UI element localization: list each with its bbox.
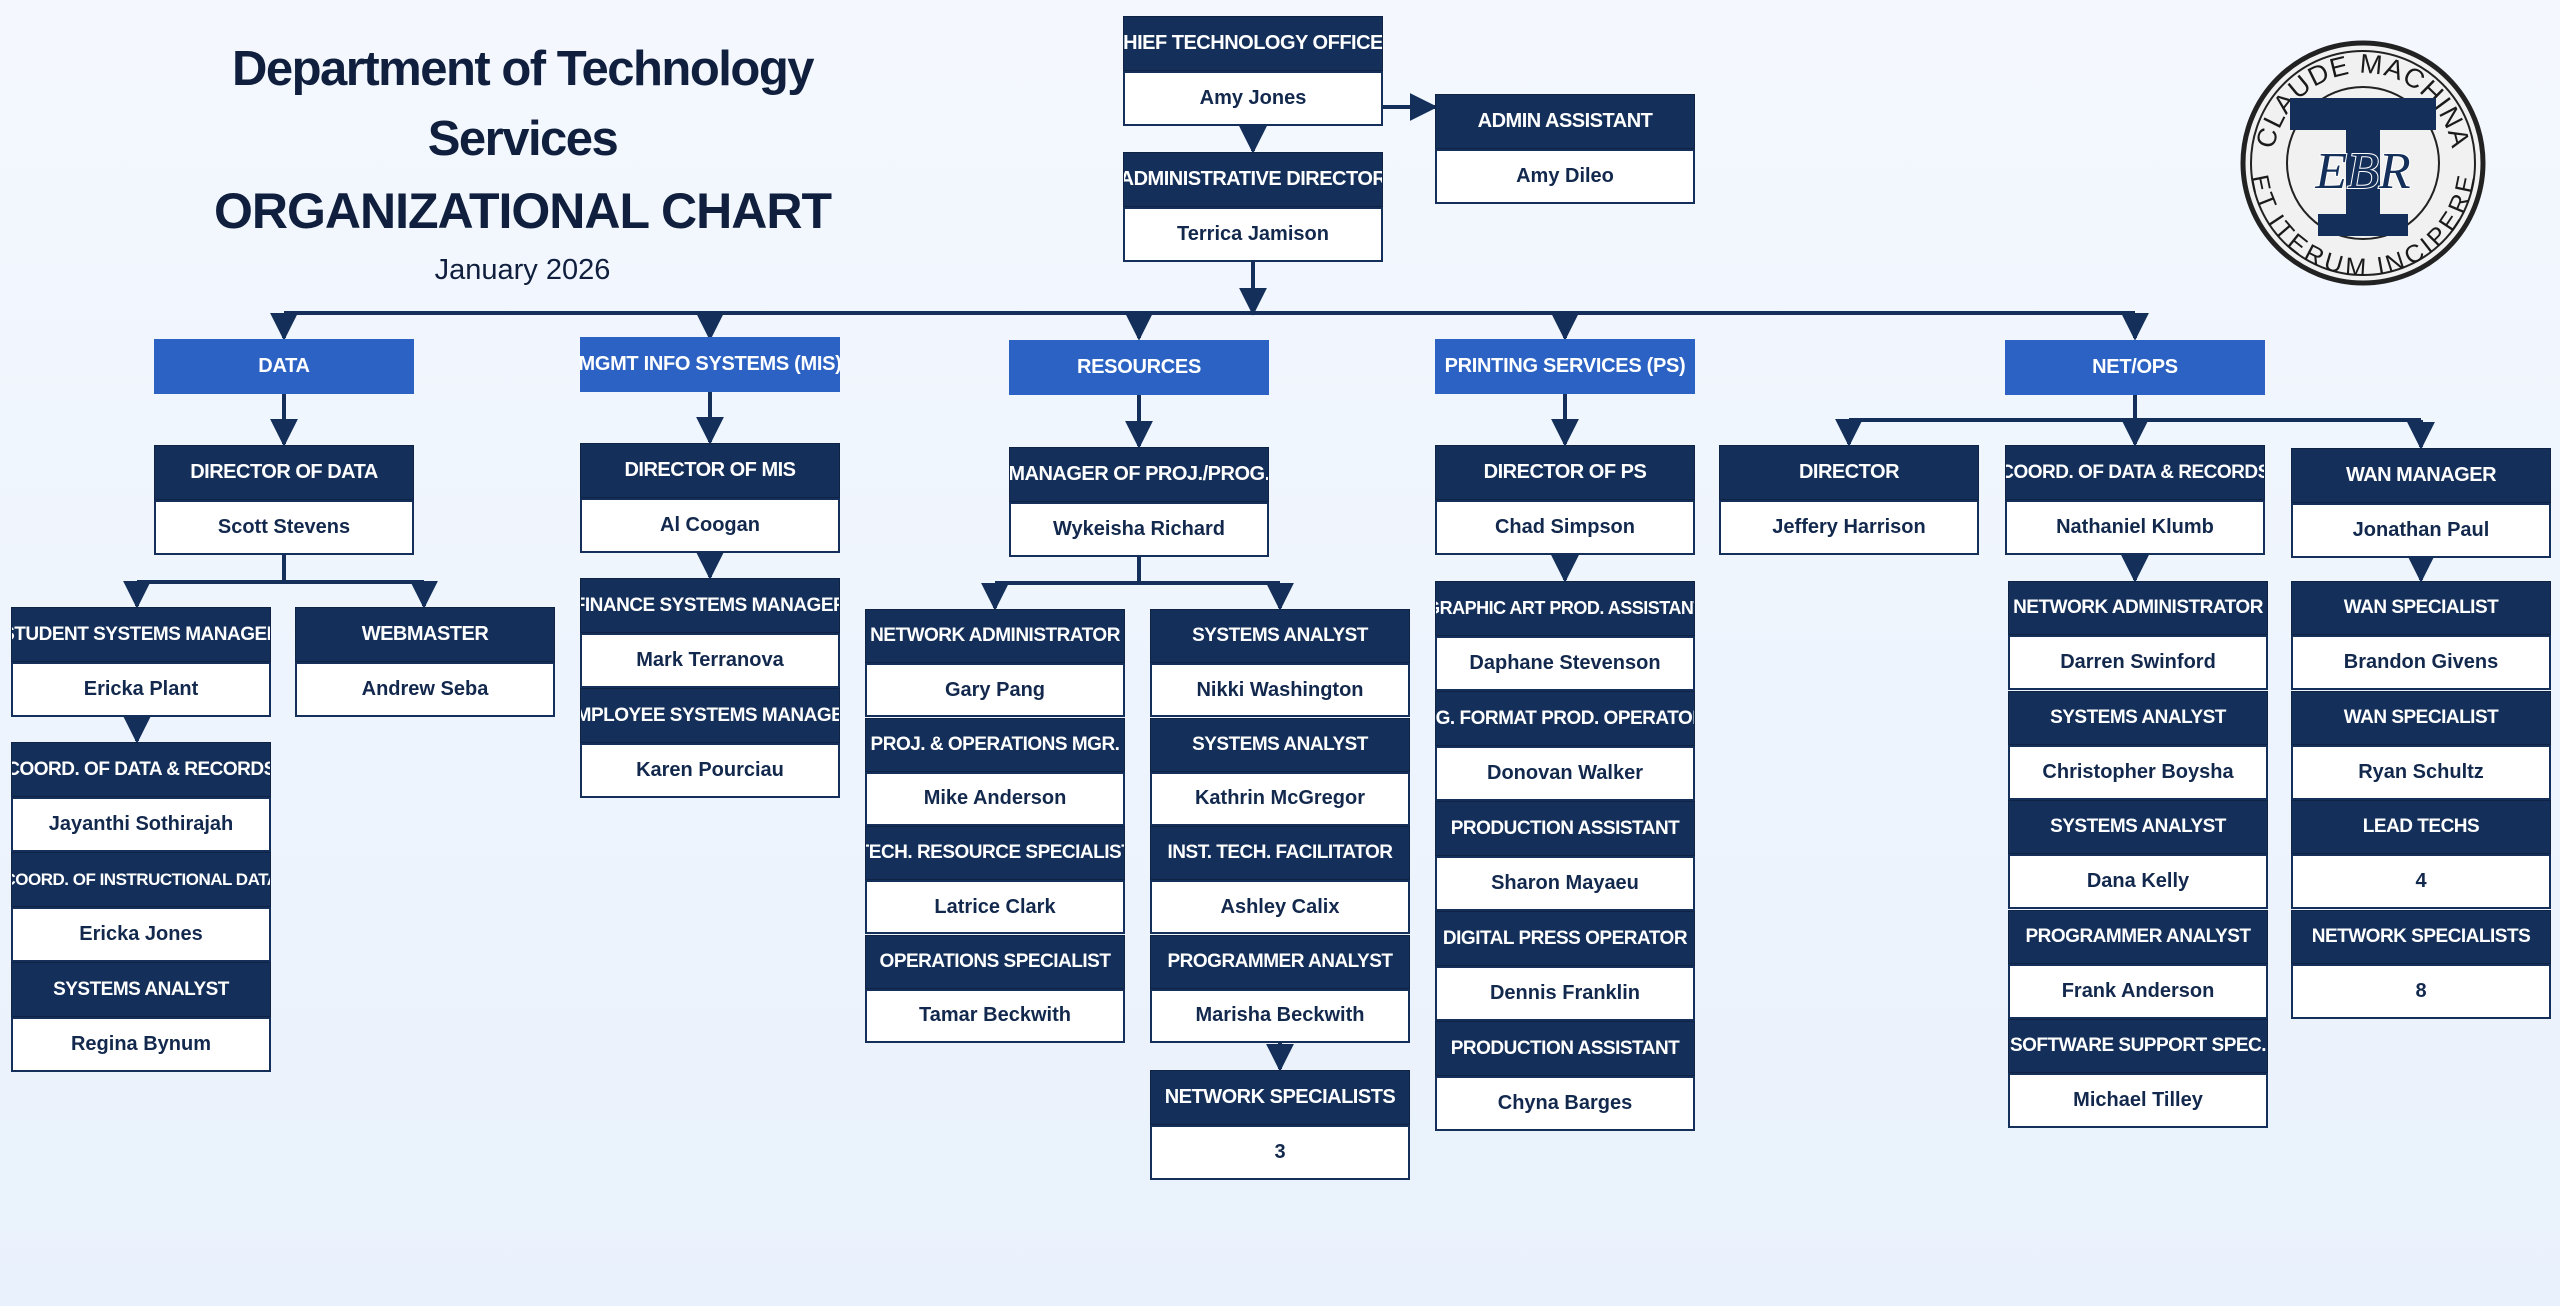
- resources-right-position-title: SYSTEMS ANALYST: [1150, 609, 1410, 663]
- wan-staff-position-name: Brandon Givens: [2291, 635, 2551, 690]
- wan-staff-position-title: WAN SPECIALIST: [2291, 690, 2551, 745]
- resources-right-position-title: PROGRAMMER ANALYST: [1150, 934, 1410, 989]
- netops-coord-staff-position-name: Dana Kelly: [2008, 854, 2268, 909]
- wan-staff-position-name: 4: [2291, 854, 2551, 909]
- netops-coord-position-name: Nathaniel Klumb: [2005, 500, 2265, 555]
- data-staff-position-name: Regina Bynum: [11, 1017, 271, 1072]
- wan-manager-position-name: Jonathan Paul: [2291, 503, 2551, 558]
- wan-staff-position-title: LEAD TECHS: [2291, 800, 2551, 854]
- netops-director-position-title: DIRECTOR: [1719, 445, 1979, 500]
- wan-staff-position-title: WAN SPECIALIST: [2291, 581, 2551, 635]
- mis-staff-position-name: Karen Pourciau: [580, 743, 840, 798]
- resources-left-position-title: PROJ. & OPERATIONS MGR.: [865, 717, 1125, 772]
- ps-staff-position-title: GRAPHIC ART PROD. ASSISTANT: [1435, 581, 1695, 636]
- chart-date: January 2026: [434, 254, 611, 286]
- resources-left-position-title: TECH. RESOURCE SPECIALIST: [865, 826, 1125, 880]
- resources-right-position-name: Marisha Beckwith: [1150, 988, 1410, 1043]
- admin-director-position-title: ADMINISTRATIVE DIRECTOR: [1123, 152, 1383, 207]
- netops-coord-staff-position-name: Frank Anderson: [2008, 963, 2268, 1019]
- district-seal-logo: CLAUDE MACHINA ET ITERUM INCIPERE EBR: [2240, 40, 2486, 286]
- data-staff-position-title: COORD. OF INSTRUCTIONAL DATA: [11, 852, 271, 907]
- webmaster-position-name: Andrew Seba: [295, 662, 555, 717]
- netops-coord-staff-position-title: PROGRAMMER ANALYST: [2008, 909, 2268, 964]
- director-of-mis-position-title: DIRECTOR OF MIS: [580, 443, 840, 498]
- wan-staff-position-name: 8: [2291, 963, 2551, 1019]
- netops-coord-staff-position-name: Darren Swinford: [2008, 635, 2268, 690]
- chart-title-block: Department of Technology Services ORGANI…: [150, 34, 895, 292]
- admin-director-position-name: Terrica Jamison: [1123, 207, 1383, 262]
- resources-left-position-name: Gary Pang: [865, 663, 1125, 717]
- dept-netops: NET/OPS: [2005, 340, 2265, 395]
- student-systems-manager-position-name: Ericka Plant: [11, 662, 271, 717]
- wan-staff-position-name: Ryan Schultz: [2291, 744, 2551, 800]
- resources-right-position-name: Ashley Calix: [1150, 880, 1410, 934]
- network-specialists-resources-position-title: NETWORK SPECIALISTS: [1150, 1070, 1410, 1125]
- data-staff-position-name: Ericka Jones: [11, 907, 271, 962]
- netops-coord-staff-position-title: SOFTWARE SUPPORT SPEC.: [2008, 1019, 2268, 1073]
- netops-coord-staff-position-title: SYSTEMS ANALYST: [2008, 690, 2268, 745]
- wan-staff-position-title: NETWORK SPECIALISTS: [2291, 909, 2551, 964]
- netops-coord-staff-position-name: Michael Tilley: [2008, 1073, 2268, 1128]
- director-of-ps-position-title: DIRECTOR OF PS: [1435, 445, 1695, 500]
- resources-right-position-name: Nikki Washington: [1150, 663, 1410, 717]
- data-staff-position-title: COORD. OF DATA & RECORDS: [11, 742, 271, 797]
- resources-left-position-title: NETWORK ADMINISTRATOR: [865, 609, 1125, 663]
- department-title: Department of Technology Services: [231, 42, 815, 166]
- network-specialists-resources-position-name: 3: [1150, 1125, 1410, 1180]
- svg-text:EBR: EBR: [2314, 143, 2410, 200]
- wan-manager-position-title: WAN MANAGER: [2291, 448, 2551, 503]
- mis-staff-position-name: Mark Terranova: [580, 633, 840, 688]
- director-of-mis-position-name: Al Coogan: [580, 498, 840, 553]
- mis-staff-position-title: FINANCE SYSTEMS MANAGER: [580, 578, 840, 633]
- netops-coord-staff-position-name: Christopher Boysha: [2008, 744, 2268, 800]
- cto-position-name: Amy Jones: [1123, 71, 1383, 126]
- ps-staff-position-title: PRODUCTION ASSISTANT: [1435, 1021, 1695, 1076]
- director-of-data-position-name: Scott Stevens: [154, 500, 414, 555]
- manager-proj-prog-position-name: Wykeisha Richard: [1009, 502, 1269, 557]
- admin-assistant-position-title: ADMIN ASSISTANT: [1435, 94, 1695, 149]
- admin-assistant-position-name: Amy Dileo: [1435, 149, 1695, 204]
- ps-staff-position-name: Donovan Walker: [1435, 746, 1695, 801]
- netops-coord-staff-position-title: SYSTEMS ANALYST: [2008, 800, 2268, 854]
- ps-staff-position-title: LG. FORMAT PROD. OPERATOR: [1435, 691, 1695, 746]
- ps-staff-position-name: Chyna Barges: [1435, 1076, 1695, 1131]
- netops-coord-position-title: COORD. OF DATA & RECORDS: [2005, 445, 2265, 500]
- cto-position-title: CHIEF TECHNOLOGY OFFICER: [1123, 16, 1383, 71]
- resources-right-position-title: SYSTEMS ANALYST: [1150, 717, 1410, 772]
- director-of-ps-position-name: Chad Simpson: [1435, 500, 1695, 555]
- ps-staff-position-title: PRODUCTION ASSISTANT: [1435, 801, 1695, 856]
- dept-resources: RESOURCES: [1009, 340, 1269, 395]
- student-systems-manager-position-title: STUDENT SYSTEMS MANAGER: [11, 607, 271, 662]
- dept-data: DATA: [154, 339, 414, 394]
- manager-proj-prog-position-title: MANAGER OF PROJ./PROG.: [1009, 447, 1269, 502]
- data-staff-position-title: SYSTEMS ANALYST: [11, 962, 271, 1017]
- ps-staff-position-name: Dennis Franklin: [1435, 966, 1695, 1021]
- netops-director-position-name: Jeffery Harrison: [1719, 500, 1979, 555]
- webmaster-position-title: WEBMASTER: [295, 607, 555, 662]
- director-of-data-position-title: DIRECTOR OF DATA: [154, 445, 414, 500]
- resources-left-position-name: Latrice Clark: [865, 880, 1125, 934]
- ps-staff-position-title: DIGITAL PRESS OPERATOR: [1435, 911, 1695, 966]
- netops-coord-staff-position-title: NETWORK ADMINISTRATOR: [2008, 581, 2268, 635]
- resources-right-position-name: Kathrin McGregor: [1150, 771, 1410, 826]
- mis-staff-position-title: EMPLOYEE SYSTEMS MANAGER: [580, 688, 840, 743]
- ps-staff-position-name: Daphane Stevenson: [1435, 636, 1695, 691]
- resources-left-position-title: OPERATIONS SPECIALIST: [865, 934, 1125, 989]
- data-staff-position-name: Jayanthi Sothirajah: [11, 797, 271, 852]
- dept-ps: PRINTING SERVICES (PS): [1435, 339, 1695, 394]
- resources-right-position-title: INST. TECH. FACILITATOR: [1150, 826, 1410, 880]
- resources-left-position-name: Tamar Beckwith: [865, 988, 1125, 1043]
- dept-mis: MGMT INFO SYSTEMS (MIS): [580, 337, 840, 392]
- chart-title: ORGANIZATIONAL CHART: [214, 183, 832, 239]
- ps-staff-position-name: Sharon Mayaeu: [1435, 856, 1695, 911]
- resources-left-position-name: Mike Anderson: [865, 771, 1125, 826]
